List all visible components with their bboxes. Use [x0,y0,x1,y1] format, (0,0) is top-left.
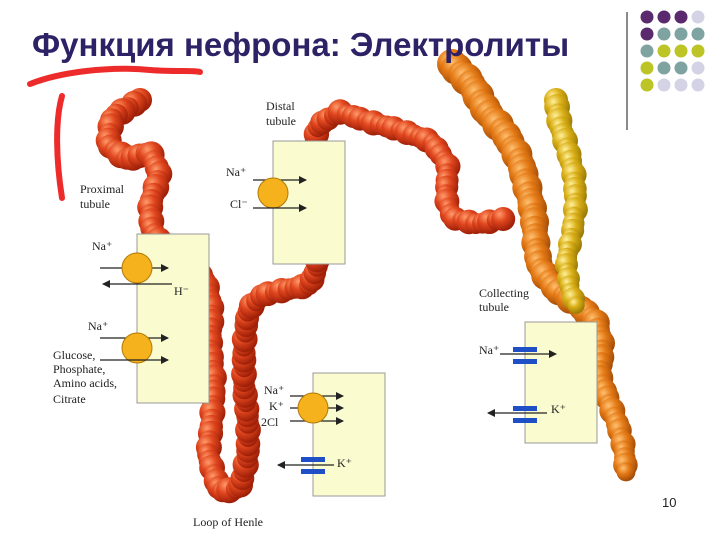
collecting-tubule-label: Collecting [479,286,529,300]
loop-na-label: Na⁺ [264,383,284,397]
solute-label: Glucose, [53,348,95,362]
pen-annotation [27,65,203,201]
decor-dot [691,44,705,58]
loop-k-out-label: K⁺ [337,456,352,470]
distal-na-label: Na⁺ [226,165,246,179]
tubule-bead [491,207,516,231]
decor-dot [674,10,688,24]
collecting-na-label: Na⁺ [479,343,499,357]
tubule-bead [567,296,585,314]
page-number: 10 [662,495,677,510]
page-title: Функция нефрона: Электролиты [32,26,570,63]
na-channel [513,359,537,364]
solute-label: Amino acids, [53,376,117,390]
decor-dot-grid [640,10,705,92]
decor-dot [640,10,654,24]
distal-tubule-cell: Na⁺ Cl⁻ [226,140,346,265]
proximal-na-label-2: Na⁺ [88,319,108,333]
decor-dot [657,78,671,92]
collecting-k-label: K⁺ [551,402,566,416]
tubule-bead [616,462,636,482]
collecting-tubule-cell: Na⁺ K⁺ [479,321,598,444]
tubule-yellow-chain [544,88,588,314]
loop-of-henle-label: Loop of Henle [193,515,263,529]
decor-dot [691,27,705,41]
k-channel [513,406,537,411]
decor-dot [691,10,705,24]
distal-cl-label: Cl⁻ [230,197,248,211]
decor-dot [640,27,654,41]
decor-dot [691,61,705,75]
solute-label: Citrate [53,392,86,406]
loop-2cl-label: 2Cl [261,415,279,429]
na-cotransporter [121,332,153,364]
decor-dot [674,61,688,75]
proximal-tubule-cell: Na⁺ H⁻ Na⁺ Glucose, Phosphate, Amino aci… [53,233,210,406]
loop-k-label: K⁺ [269,399,284,413]
k-channel [301,457,325,462]
collecting-tubule-label: tubule [479,300,509,314]
decor-dot [657,10,671,24]
decor-dot [640,44,654,58]
k-channel [513,418,537,423]
nkcc-cotransporter [297,392,329,424]
na-cl-cotransporter [257,177,289,209]
k-channel [301,469,325,474]
proximal-tubule-label: tubule [80,197,110,211]
proximal-h-label: H⁻ [174,284,189,298]
proximal-na-label-1: Na⁺ [92,239,112,253]
decor-dot [674,44,688,58]
decor-dot [657,27,671,41]
distal-tubule-label: Distal [266,99,295,113]
na-channel [513,347,537,352]
decor-divider [626,12,628,130]
proximal-tubule-label: Proximal [80,182,125,196]
distal-tubule-label: tubule [266,114,296,128]
loop-henle-cell: Na⁺ K⁺ 2Cl K⁺ [261,372,386,497]
decor-dot [640,61,654,75]
decor-dot [674,78,688,92]
decor-dot [691,78,705,92]
decor-dot [657,61,671,75]
decor-dot [657,44,671,58]
solute-label: Phosphate, [53,362,105,376]
na-h-exchanger [121,252,153,284]
decor-dot [674,27,688,41]
decor-dot [640,78,654,92]
